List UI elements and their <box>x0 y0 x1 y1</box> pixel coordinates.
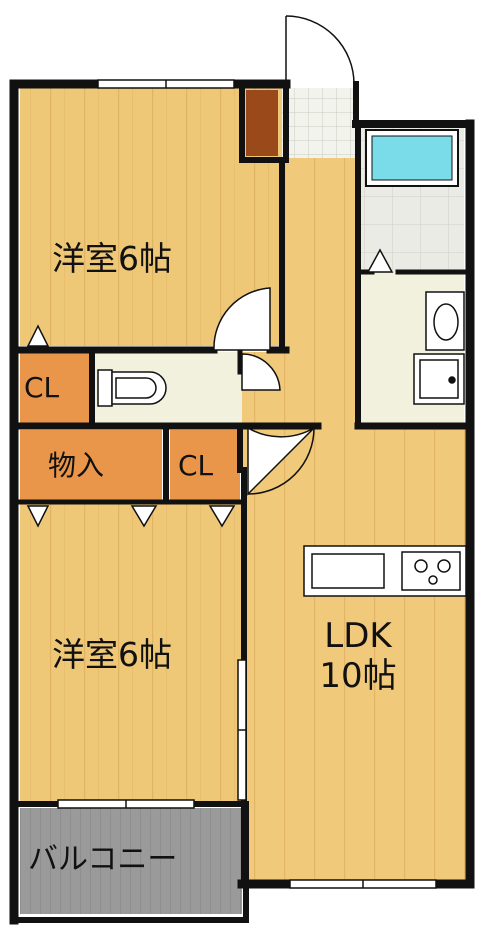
walls <box>9 79 475 925</box>
ldk-name: LDK <box>324 616 392 656</box>
closet-left-label: CL <box>24 371 60 404</box>
kitchen-counter <box>303 545 467 597</box>
door-markers <box>26 248 394 528</box>
pillar <box>246 90 278 156</box>
balcony-label: バルコニー <box>28 842 178 877</box>
closet-middle-label: CL <box>178 449 214 482</box>
ldk-floor <box>246 426 466 880</box>
storage-label: 物入 <box>48 449 105 482</box>
entrance-floor <box>282 88 356 158</box>
corridor-floor <box>282 158 356 426</box>
closet-left-floor <box>20 352 92 424</box>
closet-middle-floor <box>170 430 240 500</box>
ldk-size: 10帖 <box>319 656 397 696</box>
western-room-bottom-floor <box>20 500 242 804</box>
ldk-label: LDK 10帖 <box>300 616 416 696</box>
windows <box>57 79 437 889</box>
western-room-top-label: 洋室6帖 <box>52 239 172 278</box>
storage-floor <box>20 430 162 500</box>
western-room-bottom-label: 洋室6帖 <box>52 635 172 674</box>
ldk-door <box>247 426 315 496</box>
toilet-door <box>241 353 281 391</box>
toilet-fixture <box>97 369 167 407</box>
washing-machine <box>413 353 465 405</box>
washbasin <box>425 291 465 351</box>
bathtub <box>365 129 459 187</box>
western-room-top-door <box>213 287 271 351</box>
balcony-floor <box>20 808 242 914</box>
entrance-door <box>285 15 355 85</box>
